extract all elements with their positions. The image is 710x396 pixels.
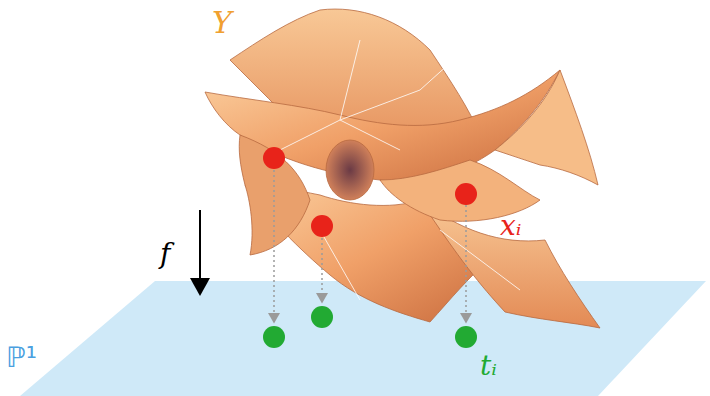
point-x (263, 147, 477, 237)
projection-arrow (274, 170, 466, 322)
map-label: f (160, 240, 170, 268)
plane-label: ℙ¹ (6, 344, 37, 372)
map-arrow (199, 210, 201, 294)
point-label: tᵢ (480, 352, 497, 380)
plane (20, 281, 706, 396)
surface-seam (270, 40, 520, 300)
surface (205, 9, 600, 328)
point-t (263, 306, 477, 348)
surface-label: Y (212, 8, 232, 38)
point-label: xᵢ (500, 212, 521, 240)
